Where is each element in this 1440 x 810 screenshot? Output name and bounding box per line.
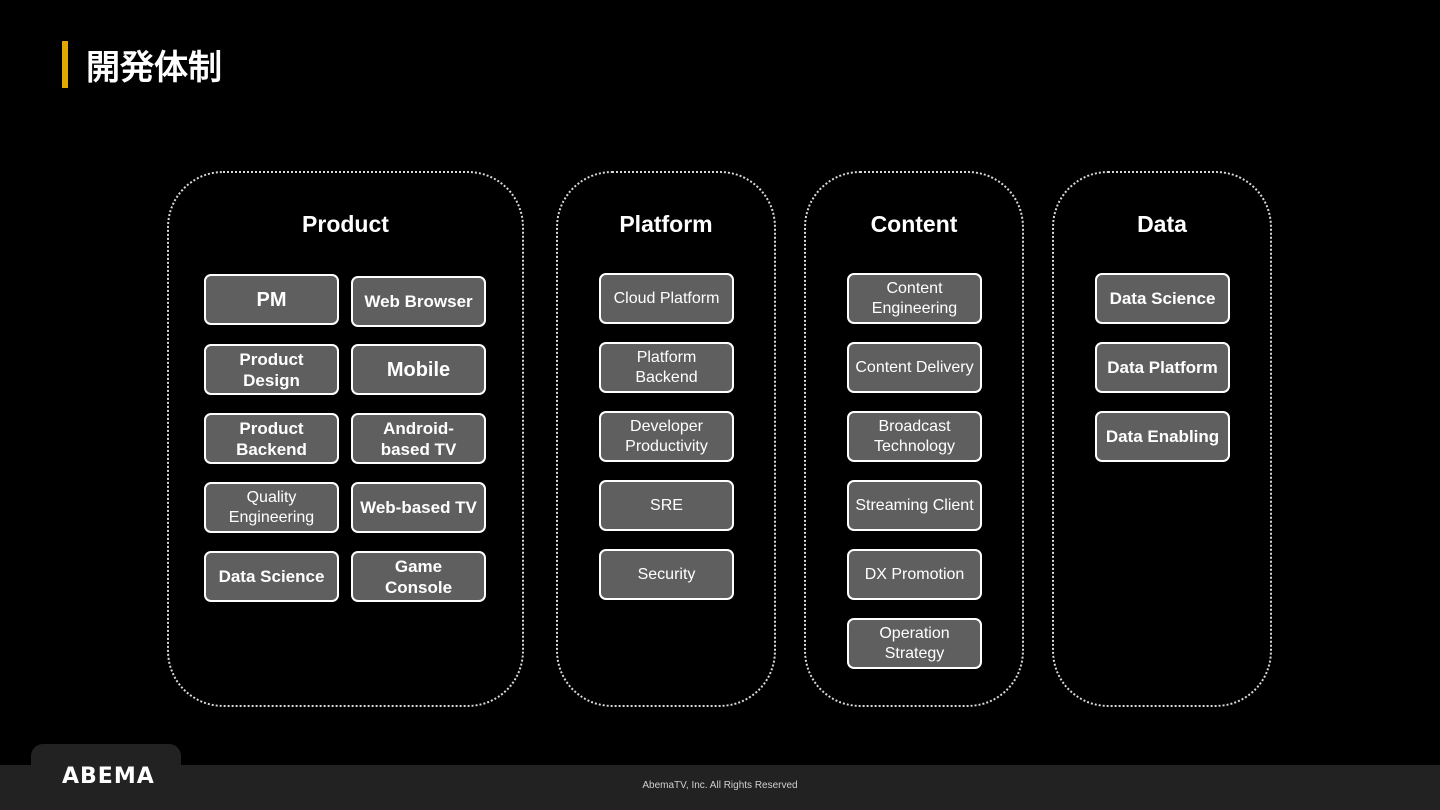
- team-box-content-delivery: Content Delivery: [847, 342, 982, 393]
- team-box-content-engineering: Content Engineering: [847, 273, 982, 324]
- copyright-text: AbemaTV, Inc. All Rights Reserved: [642, 780, 798, 791]
- team-box-web-tv: Web-based TV: [351, 482, 486, 533]
- group-title-content: Content: [870, 211, 958, 237]
- team-box-dx-promotion: DX Promotion: [847, 549, 982, 600]
- team-box-sre: SRE: [599, 480, 734, 531]
- group-title-data: Data: [1137, 211, 1187, 237]
- team-box-mobile: Mobile: [351, 344, 486, 395]
- team-box-cloud-platform: Cloud Platform: [599, 273, 734, 324]
- team-box-android-tv: Android-based TV: [351, 413, 486, 464]
- group-title-product: Product: [302, 211, 389, 237]
- logo-tab: [31, 744, 181, 810]
- team-box-web-browser: Web Browser: [351, 276, 486, 327]
- team-box-product-backend: Product Backend: [204, 413, 339, 464]
- title-accent-bar: [62, 41, 68, 88]
- team-box-platform-backend: Platform Backend: [599, 342, 734, 393]
- page-title: 開発体制: [62, 41, 222, 88]
- group-content: Content Content Engineering Content Deli…: [804, 171, 1024, 707]
- group-platform: Platform Cloud Platform Platform Backend…: [556, 171, 776, 707]
- group-title-platform: Platform: [619, 211, 713, 237]
- team-box-broadcast-technology: Broadcast Technology: [847, 411, 982, 462]
- team-box-product-data-science: Data Science: [204, 551, 339, 602]
- team-box-streaming-client: Streaming Client: [847, 480, 982, 531]
- footer-bar: [0, 765, 1440, 810]
- page-title-text: 開発体制: [86, 48, 222, 88]
- team-box-data-platform: Data Platform: [1095, 342, 1230, 393]
- abema-logo: ABEMA: [62, 764, 155, 789]
- team-box-pm: PM: [204, 274, 339, 325]
- team-box-game-console: Game Console: [351, 551, 486, 602]
- team-box-data-enabling: Data Enabling: [1095, 411, 1230, 462]
- team-box-data-science: Data Science: [1095, 273, 1230, 324]
- team-box-developer-productivity: Developer Productivity: [599, 411, 734, 462]
- team-box-security: Security: [599, 549, 734, 600]
- group-data: Data Data Science Data Platform Data Ena…: [1052, 171, 1272, 707]
- team-box-operation-strategy: Operation Strategy: [847, 618, 982, 669]
- group-product: Product PM Web Browser Product Design Mo…: [167, 171, 524, 707]
- team-box-quality-engineering: Quality Engineering: [204, 482, 339, 533]
- team-box-product-design: Product Design: [204, 344, 339, 395]
